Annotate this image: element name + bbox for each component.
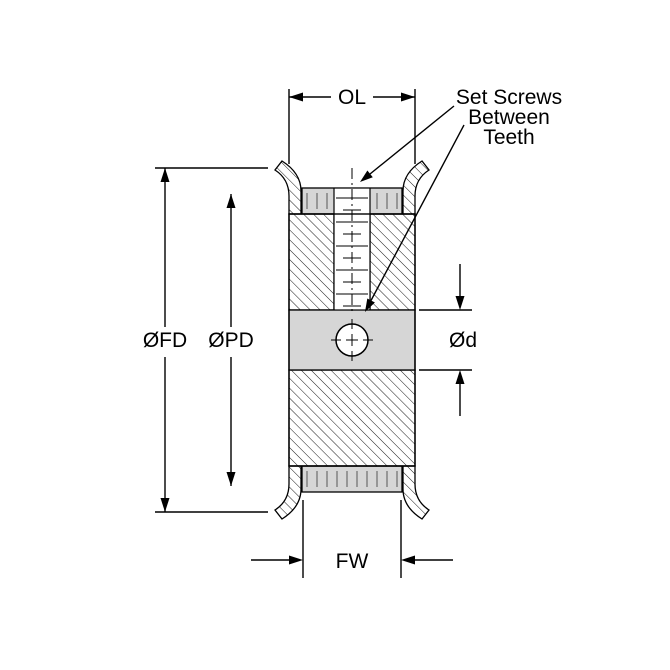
fw-arrow-right	[289, 555, 303, 565]
ol-arrow-right	[401, 92, 415, 102]
bottom-tooth-strip	[301, 465, 403, 493]
fw-arrow-left	[401, 555, 415, 565]
set-screw-callout: Set Screws Between Teeth	[360, 86, 562, 312]
set-screw-bore-crosshair	[331, 319, 373, 361]
ol-dimension-label: OL	[338, 86, 366, 109]
callout-leader-arrow-center	[365, 298, 375, 312]
set-screw-channel	[334, 188, 370, 310]
fd-arrow-up	[160, 168, 170, 182]
set-screw-callout-line1: Set Screws	[456, 86, 562, 109]
fd-dimension: ØFD	[143, 167, 268, 513]
bore-dimension-label: Ød	[449, 329, 477, 352]
set-screw-callout-line2: Between	[468, 106, 550, 129]
fd-arrow-down	[160, 498, 170, 512]
flange-top-left	[274, 160, 302, 215]
callout-leader-arrow-top	[360, 170, 373, 182]
bore-dimension: Ød	[419, 264, 477, 416]
ol-arrow-left	[289, 92, 303, 102]
pd-arrow-down	[226, 472, 236, 486]
top-tooth-ticks	[306, 193, 398, 209]
body-section-lower	[288, 369, 416, 467]
callout-leader-center	[370, 124, 465, 301]
bottom-tooth-ticks	[306, 471, 398, 487]
callout-leader-top	[369, 105, 455, 175]
fw-dimension-label: FW	[336, 550, 369, 573]
body-outline	[288, 213, 416, 467]
body-section-upper-left	[288, 213, 335, 311]
set-screw-callout-line3: Teeth	[483, 126, 534, 149]
flange-top-right	[402, 160, 430, 215]
pd-dimension-label: ØPD	[208, 329, 254, 352]
fd-dimension-label: ØFD	[143, 329, 187, 352]
bore-arrow-down	[455, 296, 465, 310]
flange-bottom-left	[274, 465, 302, 520]
set-screw-channel-walls	[333, 188, 371, 310]
pd-arrow-up	[226, 194, 236, 208]
ol-dimension: OL	[288, 86, 416, 164]
flange-bottom-right	[402, 465, 430, 520]
bore-arrow-up	[455, 370, 465, 384]
pd-dimension: ØPD	[208, 194, 254, 486]
pulley-section	[274, 160, 430, 520]
fw-dimension: FW	[251, 500, 453, 578]
body-section-upper-right	[369, 213, 416, 311]
